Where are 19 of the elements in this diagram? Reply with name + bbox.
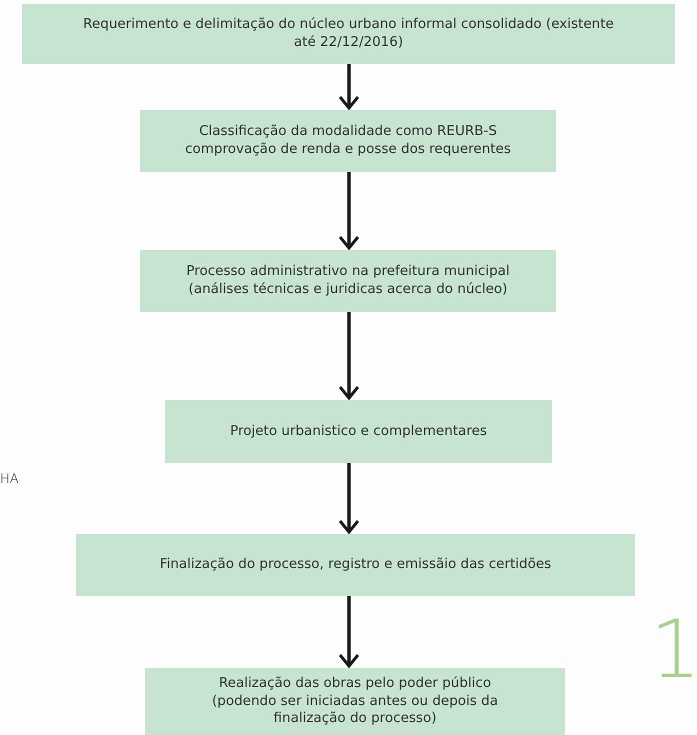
arrow	[338, 596, 360, 668]
process-box	[140, 250, 556, 312]
arrow	[338, 64, 360, 110]
process-box	[76, 534, 635, 596]
page-number: 1	[650, 610, 697, 690]
process-box	[22, 4, 675, 64]
step-text: Processo administrativo na prefeitura municipal (análises técnicas e juridicas acerca do núcleo)	[185, 263, 511, 299]
arrow	[338, 172, 360, 250]
process-box	[165, 400, 552, 463]
process-box	[145, 668, 565, 735]
arrow	[338, 463, 360, 534]
side-text: HA	[0, 473, 19, 486]
process-box	[140, 110, 556, 172]
step-text: Finalização do processo, registro e emissãio das certidões	[160, 556, 552, 574]
step-text: Realização das obras pelo poder público (podendo ser iniciadas antes ou depois da finalização do processo)	[211, 675, 499, 728]
step-text: Requerimento e delimitação do núcleo urbano informal consolidado (existente até 22/12/2016)	[82, 16, 615, 52]
step-text: Projeto urbanistico e complementares	[230, 422, 487, 440]
arrow	[338, 312, 360, 400]
step-text: Classificação da modalidade como REURB-S comprovação de renda e posse dos requerentes	[184, 123, 512, 159]
